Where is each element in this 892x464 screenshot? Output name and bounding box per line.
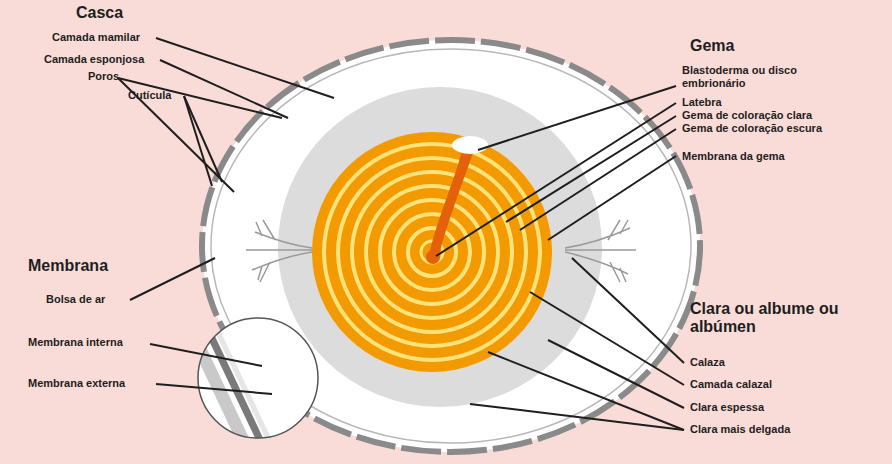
chalaza-left — [246, 220, 312, 282]
part-label: Clara mais delgada — [690, 423, 790, 436]
part-label: Membrana interna — [28, 336, 123, 349]
part-label: Bolsa de ar — [46, 293, 105, 306]
part-label: Camada calazal — [690, 378, 772, 391]
section-heading: Gema — [690, 37, 734, 55]
part-label: Membrana externa — [28, 377, 125, 390]
part-label: Cutícula — [128, 89, 171, 102]
section-heading: Membrana — [28, 257, 108, 275]
latebra — [428, 150, 474, 258]
part-label: Clara espessa — [690, 401, 764, 414]
magnifier — [184, 318, 318, 440]
chalaza-right — [565, 220, 636, 282]
blastoderm — [452, 136, 488, 154]
leader-lines — [118, 38, 684, 430]
part-label: Membrana da gema — [682, 150, 785, 163]
thick-albumen — [278, 87, 602, 407]
part-label: Camada mamilar — [52, 31, 140, 44]
part-label: Calaza — [690, 356, 725, 369]
part-label: Camada esponjosa — [44, 53, 144, 66]
section-heading: Clara ou albume ou albúmen — [690, 300, 875, 336]
part-label: Gema de coloração escura — [682, 122, 822, 135]
part-label: Gema de coloração clara — [682, 109, 812, 122]
yolk — [312, 132, 552, 372]
part-label: Poros — [88, 70, 119, 83]
section-heading: Casca — [76, 4, 123, 22]
part-label: Blastoderma ou disco embrionário — [682, 64, 817, 90]
part-label: Latebra — [682, 96, 722, 109]
